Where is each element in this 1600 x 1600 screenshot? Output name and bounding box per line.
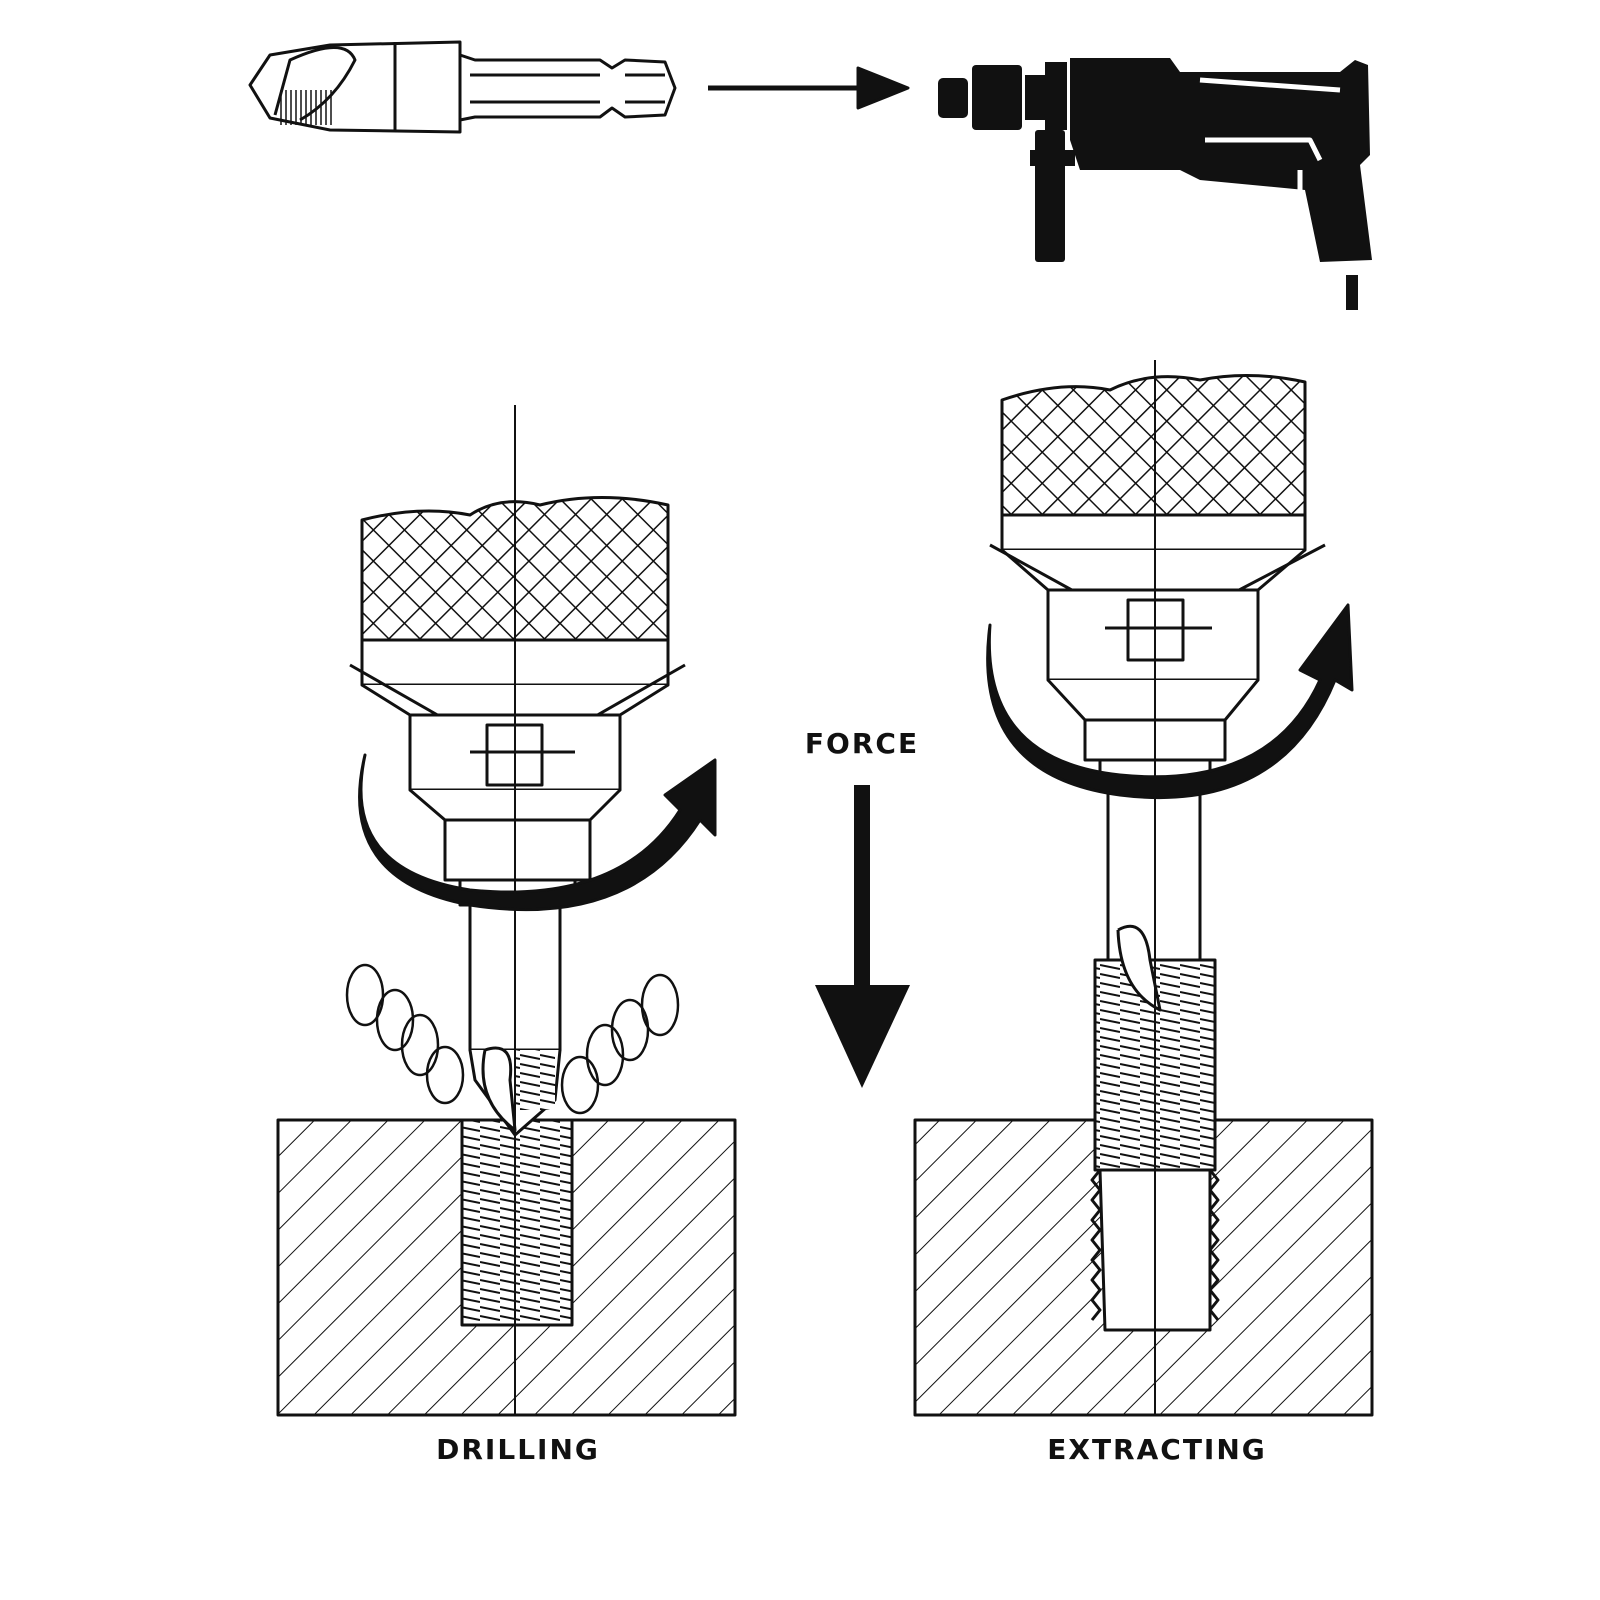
extracting-illustration (913, 360, 1374, 1417)
extractor-bit-icon (248, 40, 677, 134)
force-arrow-icon (815, 785, 910, 1088)
rotation-arrow-icon (986, 603, 1354, 800)
force-label: FORCE (804, 727, 920, 760)
extracting-label: EXTRACTING (1047, 1433, 1267, 1466)
rotation-arrow-icon (358, 753, 717, 912)
right-arrow-icon (708, 66, 910, 110)
power-drill-icon (938, 58, 1372, 310)
drilling-illustration (276, 405, 737, 1417)
drilling-label: DRILLING (436, 1433, 600, 1466)
